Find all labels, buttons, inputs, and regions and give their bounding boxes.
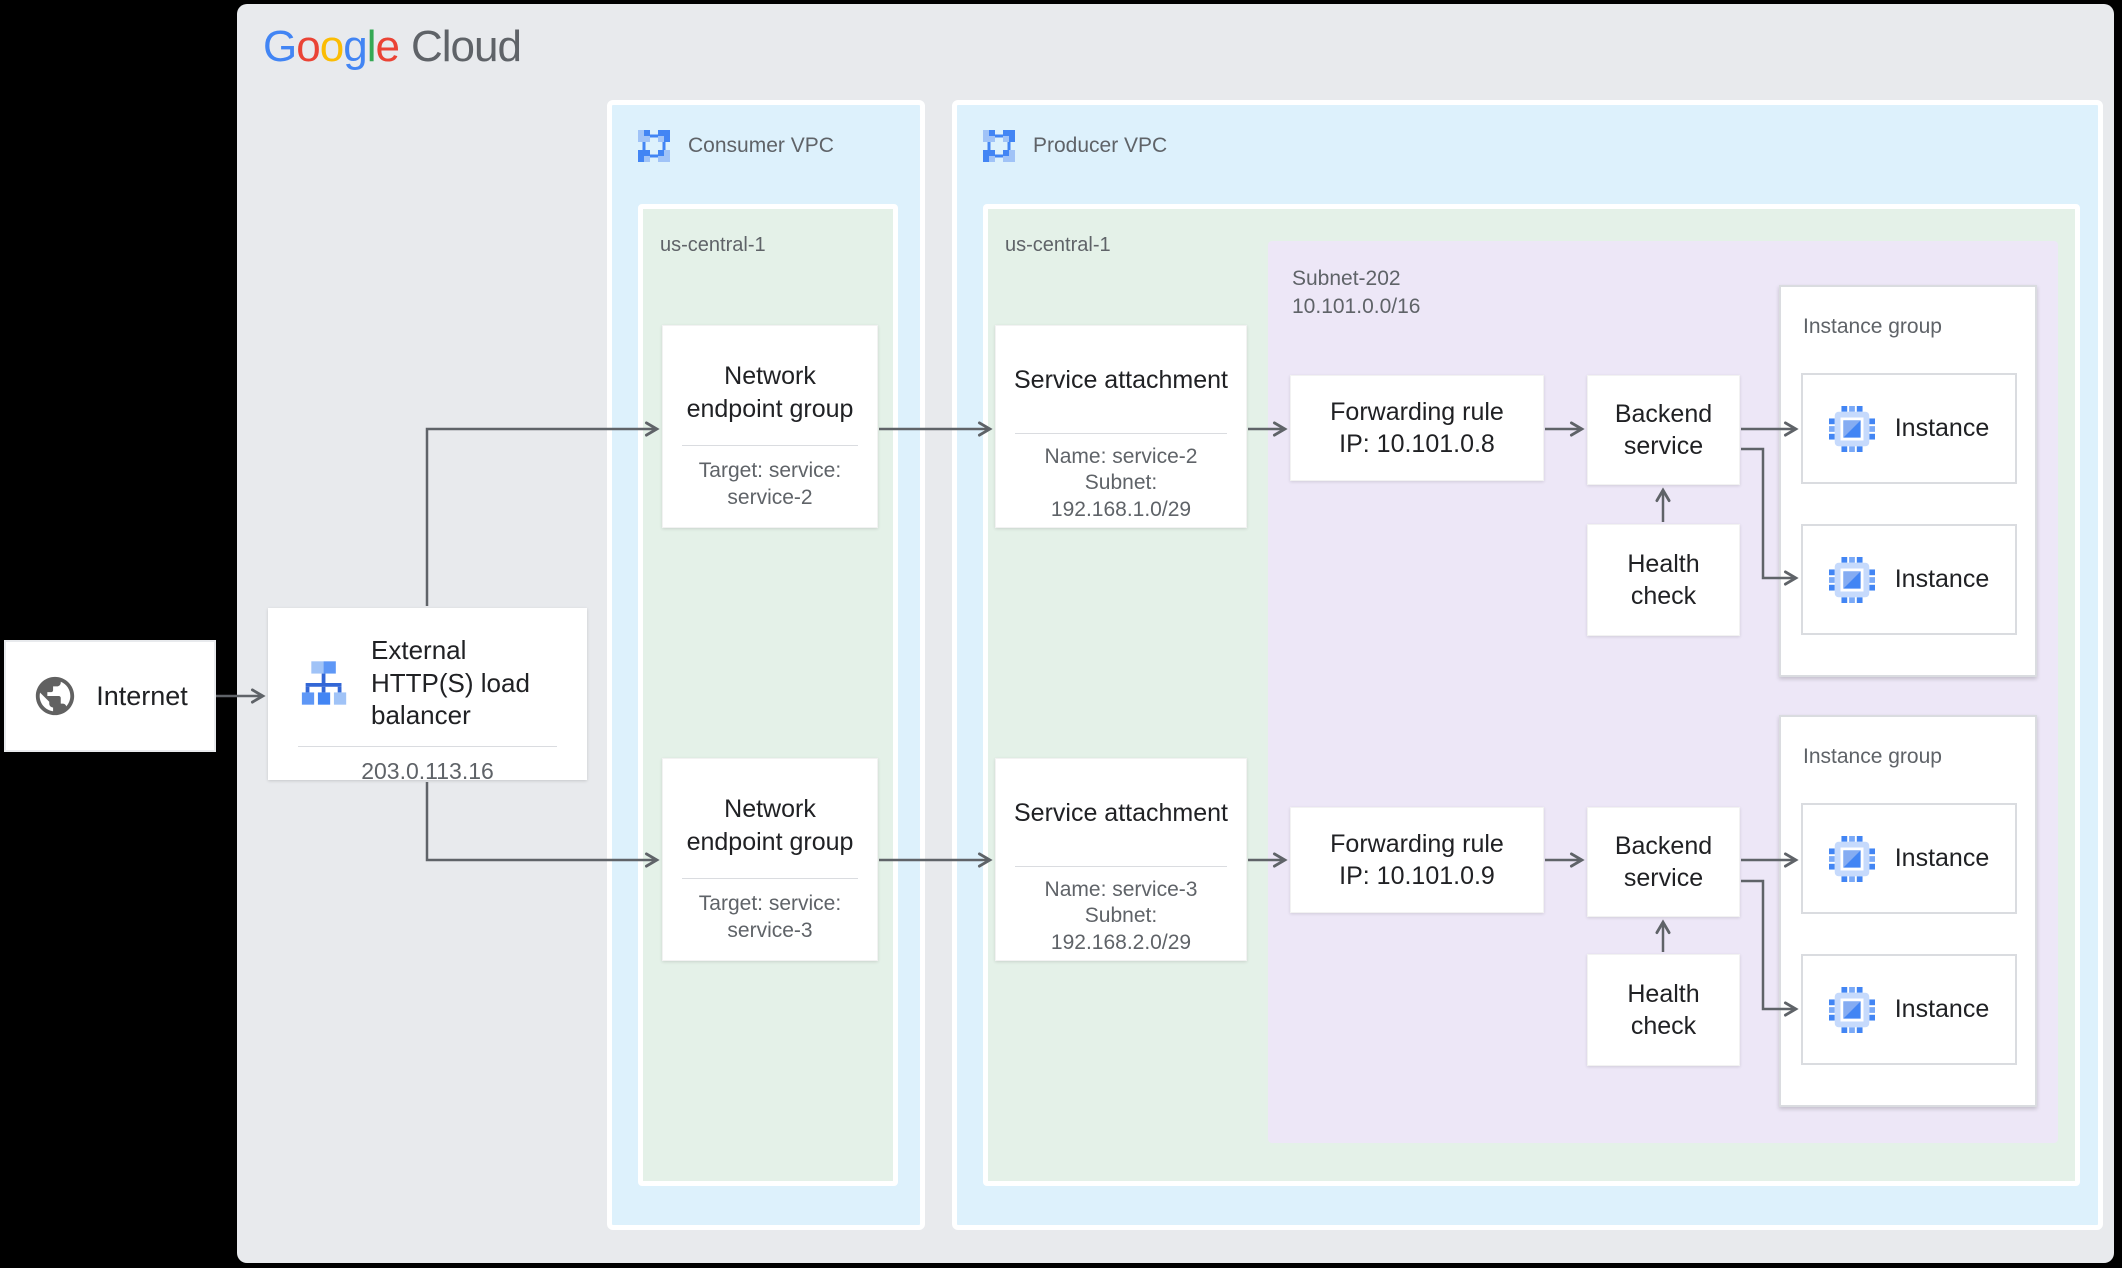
consumer-vpc-label: Consumer VPC [688,134,834,157]
service-attachment-title: Service attachment [1014,799,1228,827]
divider [298,745,557,747]
network-endpoint-group-card: Network endpoint group Target: service: … [662,325,878,528]
forwarding-rule-text: Forwarding rule IP: 10.101.0.9 [1330,829,1504,891]
divider [682,878,858,879]
logo-letter: g [343,22,368,71]
producer-vpc-label: Producer VPC [1033,134,1168,157]
health-check-card: Health check [1587,954,1740,1066]
divider [1015,432,1227,434]
forwarding-rule-card: Forwarding rule IP: 10.101.0.9 [1290,807,1544,913]
instance-card: Instance [1801,524,2017,635]
neg-detail: Target: service: service-3 [698,892,842,942]
service-attachment-title: Service attachment [1014,366,1228,394]
neg-detail: Target: service: service-2 [698,459,842,509]
compute-instance-icon [1828,986,1875,1033]
producer-region-label: us-central-1 [1005,234,1111,256]
instance-group-label: Instance group [1803,745,1942,768]
forwarding-rule-card: Forwarding rule IP: 10.101.0.8 [1290,375,1544,481]
neg-title: Network endpoint group [686,795,854,856]
service-attachment-card: Service attachment Name: service-3 Subne… [995,758,1247,961]
vpc-icon [638,130,670,162]
load-balancer-ip: 203.0.113.16 [361,757,494,784]
instance-group-label: Instance group [1803,315,1942,338]
logo-letter: e [375,22,400,71]
consumer-vpc-header: Consumer VPC [636,128,834,164]
backend-service-text: Backend service [1614,399,1713,461]
consumer-region-label: us-central-1 [660,234,766,256]
logo-letter: l [366,22,377,71]
internet-label: Internet [96,680,188,711]
compute-instance-icon [1828,835,1875,882]
vpc-icon [983,130,1015,162]
internet-card: Internet [4,640,216,752]
producer-vpc-header: Producer VPC [981,128,1167,164]
instance-card: Instance [1801,954,2017,1065]
instance-card: Instance [1801,373,2017,484]
logo-letter: G [263,22,297,71]
backend-service-text: Backend service [1614,831,1713,893]
compute-instance-icon [1828,405,1875,452]
logo-letter: o [296,22,321,71]
backend-service-card: Backend service [1587,807,1740,917]
subnet-label: Subnet-202 10.101.0.0/16 [1292,267,1421,319]
service-attachment-detail: Name: service-2 Subnet: 192.168.1.0/29 [1044,444,1198,522]
divider [682,445,858,446]
service-attachment-detail: Name: service-3 Subnet: 192.168.2.0/29 [1044,877,1198,955]
instance-card: Instance [1801,803,2017,914]
load-balancer-title: External HTTP(S) load balancer [371,635,530,730]
health-check-card: Health check [1587,524,1740,636]
health-check-text: Health check [1627,979,1700,1041]
load-balancer-card: External HTTP(S) load balancer 203.0.113… [268,608,587,784]
instance-label: Instance [1894,995,1990,1023]
backend-service-card: Backend service [1587,375,1740,485]
load-balancer-icon [301,661,347,705]
compute-instance-icon [1828,556,1875,603]
logo-cloud-text: Cloud [410,22,522,71]
network-endpoint-group-card: Network endpoint group Target: service: … [662,758,878,961]
globe-icon [36,676,75,716]
instance-label: Instance [1894,844,1990,872]
neg-title: Network endpoint group [686,362,854,423]
forwarding-rule-text: Forwarding rule IP: 10.101.0.8 [1330,397,1504,459]
divider [1015,865,1227,867]
logo-letter: o [319,22,345,71]
service-attachment-card: Service attachment Name: service-2 Subne… [995,325,1247,528]
instance-label: Instance [1894,414,1990,442]
instance-label: Instance [1894,565,1990,593]
health-check-text: Health check [1627,549,1700,611]
